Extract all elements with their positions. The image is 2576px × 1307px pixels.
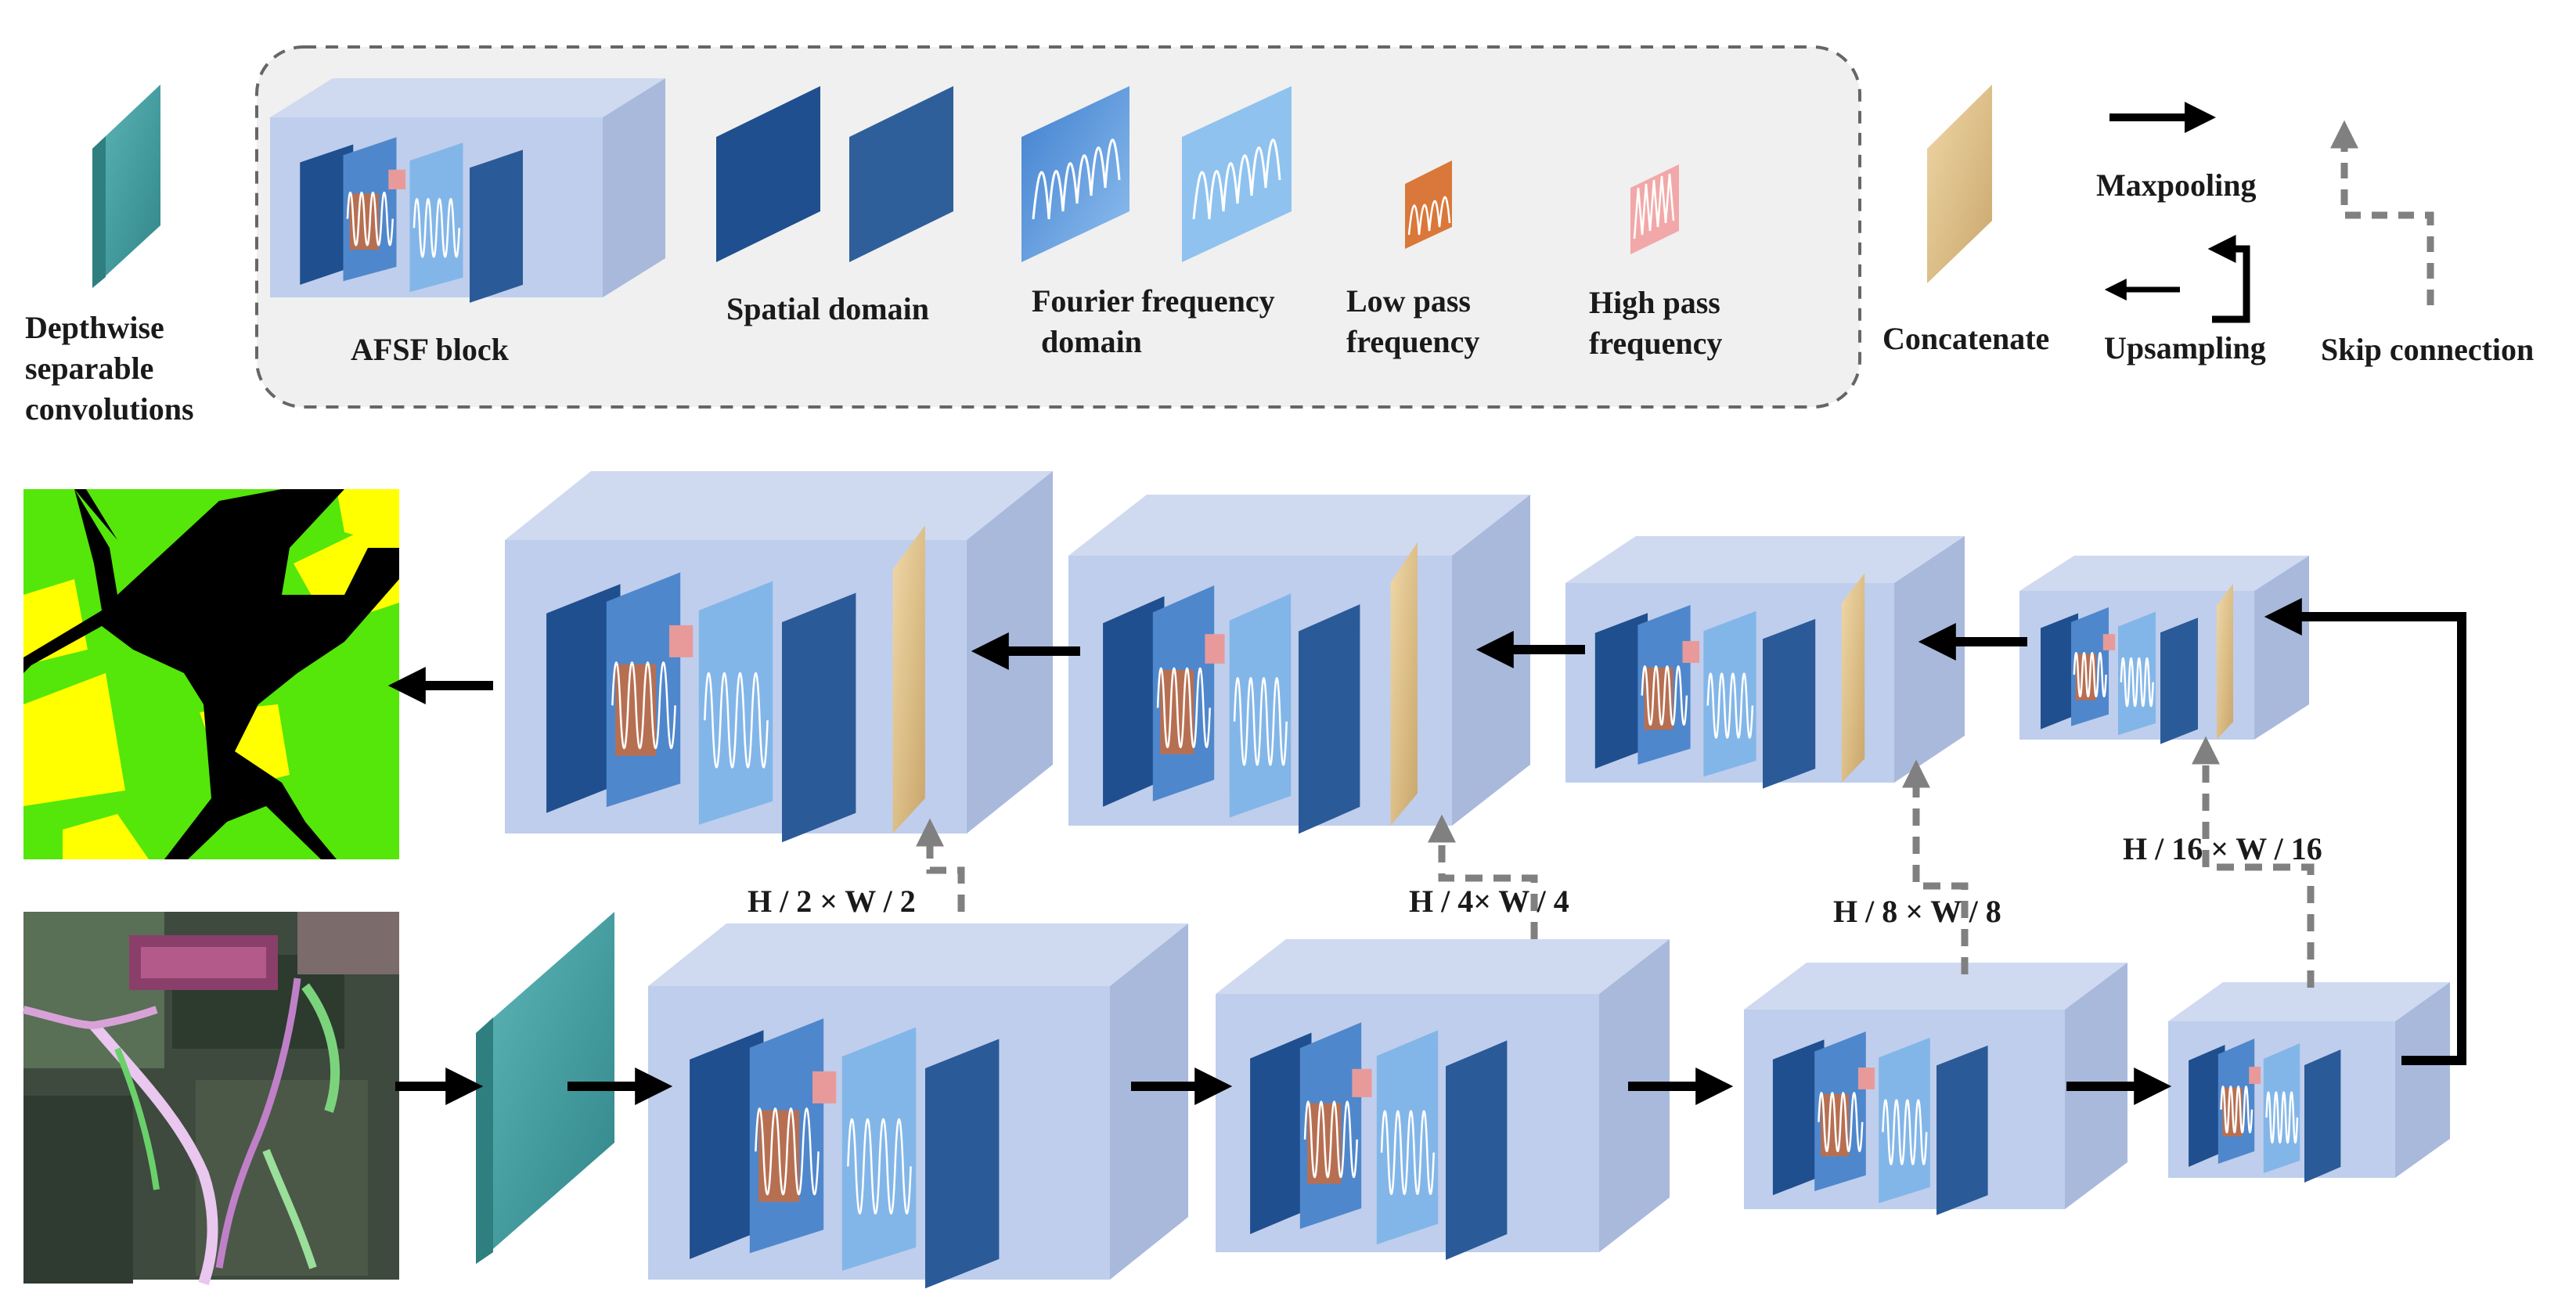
- flow-arrows: [387, 598, 2466, 1105]
- bottleneck-up-arrow: [2264, 598, 2466, 1065]
- legend-concatenate-label: Concatenate: [1882, 321, 2049, 356]
- dim-label-half: H / 2 × W / 2: [748, 884, 916, 919]
- dim-label-sixteenth: H / 16 × W / 16: [2123, 831, 2322, 866]
- decoder-block-4: [2019, 556, 2309, 744]
- concat-panel: [1390, 542, 1418, 826]
- legend: Depthwise separable convolutions AFSF bl…: [25, 45, 2534, 427]
- spatial-panel-2: [470, 149, 523, 303]
- high-pass-patch: [2249, 1067, 2261, 1084]
- legend-upsampling-arrow: [2104, 235, 2250, 323]
- legend-fourier-panel-b: [1182, 86, 1292, 262]
- concat-panel: [1841, 573, 1865, 783]
- legend-afsf-block-icon: [270, 78, 665, 303]
- decoder-block-1: [505, 471, 1053, 843]
- legend-maxpooling-label: Maxpooling: [2096, 167, 2256, 203]
- spatial-panel: [1772, 1039, 1825, 1196]
- legend-high-pass-line1: High pass: [1589, 285, 1720, 320]
- spatial-panel-2: [1299, 604, 1360, 834]
- high-pass-patch: [388, 169, 406, 189]
- legend-afsf-label: AFSF block: [351, 332, 510, 367]
- legend-low-pass-icon: [1405, 160, 1452, 249]
- decoder-block-2: [1068, 495, 1530, 834]
- high-pass-patch: [669, 625, 694, 657]
- legend-high-pass-icon: [1630, 164, 1679, 254]
- high-pass-patch: [1352, 1068, 1372, 1097]
- skip-connection-2: [1428, 814, 1538, 939]
- legend-low-pass-line1: Low pass: [1346, 283, 1471, 319]
- legend-fourier-line2: domain: [1041, 324, 1142, 359]
- skip-connection-4: [2192, 736, 2315, 988]
- spatial-panel: [1594, 613, 1648, 769]
- spatial-panel: [2189, 1045, 2225, 1167]
- legend-fourier-line1: Fourier frequency: [1032, 283, 1275, 319]
- spatial-panel-2: [1763, 618, 1816, 789]
- encoder-block-2: [1216, 939, 1670, 1260]
- legend-spatial-label: Spatial domain: [726, 291, 929, 326]
- high-pass-patch: [1857, 1068, 1875, 1089]
- dim-label-quarter: H / 4× W / 4: [1409, 884, 1569, 919]
- spatial-panel: [546, 584, 621, 813]
- spatial-panel: [300, 144, 354, 285]
- legend-depthwise-icon: [92, 85, 160, 288]
- legend-depthwise-line1: Depthwise: [25, 310, 164, 345]
- legend-depthwise-line3: convolutions: [25, 391, 194, 427]
- decoder-block-3: [1565, 536, 1965, 789]
- encoder-block-4: [2168, 982, 2450, 1183]
- legend-concatenate-icon: [1927, 85, 1992, 283]
- spatial-panel: [1250, 1032, 1312, 1234]
- skip-connection-1: [916, 818, 965, 912]
- legend-afsf-mini: [270, 78, 665, 303]
- high-pass-patch: [1682, 641, 1700, 663]
- legend-skip-label: Skip connection: [2321, 332, 2534, 367]
- spatial-panel-2: [925, 1039, 1000, 1289]
- concat-panel: [892, 525, 925, 834]
- legend-spatial-panel-b: [849, 86, 953, 262]
- fourier-panel-2: [841, 1027, 917, 1271]
- dimension-labels: H / 2 × W / 2 H / 4× W / 4 H / 8 × W / 8…: [748, 831, 2322, 929]
- encoder-block-3: [1744, 963, 2127, 1215]
- afsf-blocks: [505, 471, 2450, 1289]
- spatial-panel-2: [2304, 1050, 2341, 1183]
- spatial-panel-2: [782, 592, 856, 843]
- spatial-panel-2: [2160, 617, 2198, 744]
- spatial-panel-2: [1446, 1040, 1508, 1260]
- legend-spatial-panel-a: [716, 86, 820, 262]
- legend-depthwise-line2: separable: [25, 351, 153, 386]
- high-pass-patch: [812, 1071, 837, 1104]
- output-segmentation-map: [23, 489, 399, 859]
- skip-connection-3: [1902, 759, 1969, 974]
- legend-skip-arrow: [2330, 120, 2434, 305]
- spatial-panel: [1103, 596, 1165, 807]
- spatial-panel: [690, 1030, 764, 1259]
- legend-high-pass-line2: frequency: [1589, 326, 1722, 361]
- input-satellite-image: [22, 912, 399, 1286]
- high-pass-patch: [1205, 634, 1225, 664]
- fourier-panel-2: [698, 581, 773, 825]
- concat-panel: [2217, 583, 2233, 740]
- legend-upsampling-label: Upsampling: [2104, 330, 2266, 365]
- legend-low-pass-line2: frequency: [1346, 324, 1479, 359]
- spatial-panel-2: [1937, 1045, 1988, 1215]
- spatial-panel: [2041, 613, 2078, 729]
- legend-fourier-panel-a: [1021, 86, 1129, 262]
- dim-label-eighth: H / 8 × W / 8: [1833, 894, 2001, 929]
- encoder-block-1: [648, 924, 1188, 1289]
- high-pass-patch: [2102, 634, 2116, 650]
